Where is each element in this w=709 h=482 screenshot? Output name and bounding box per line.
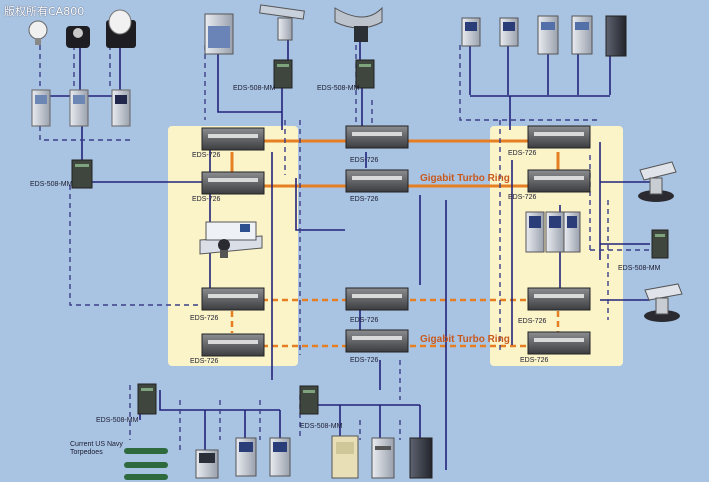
- workstation-icon: [461, 17, 481, 47]
- eds-726-switch-icon: [527, 125, 591, 149]
- sensor-dome-icon: [28, 20, 48, 45]
- satellite-dish-icon: [334, 6, 383, 42]
- eds-508-mm-switch-icon: [273, 59, 293, 89]
- switch-label: EDS-726: [350, 357, 379, 364]
- eds-508-mm-switch-icon: [299, 385, 319, 415]
- eds-508-mm-switch-icon: [71, 159, 93, 189]
- eds-726-switch-icon: [527, 331, 591, 355]
- server-cabinet-icon: [204, 13, 234, 55]
- switch-label: EDS-508-MM: [96, 417, 139, 424]
- switch-label: EDS-726: [350, 317, 379, 324]
- terminal-icon: [69, 89, 89, 127]
- terminal-icon: [111, 89, 131, 127]
- eds-508-mm-switch-icon: [651, 229, 669, 259]
- helmet-sensor-icon: [66, 26, 90, 48]
- camera-sensor-icon: [106, 9, 136, 48]
- gigabit-ring-label-top: Gigabit Turbo Ring: [420, 173, 510, 184]
- switch-label: EDS-508-MM: [30, 181, 73, 188]
- eds-508-mm-switch-icon: [355, 59, 375, 89]
- terminal-icon: [195, 449, 219, 479]
- torpedo-icon: [124, 462, 168, 468]
- torpedo-icon: [124, 448, 168, 454]
- eds-726-switch-icon: [527, 287, 591, 311]
- eds-726-switch-icon: [345, 329, 409, 353]
- eds-508-mm-switch-icon: [137, 383, 157, 415]
- dashed-links: [39, 45, 650, 450]
- solid-links: [40, 40, 650, 470]
- eds-726-switch-icon: [345, 287, 409, 311]
- equipment-cabinet-icon: [331, 435, 359, 479]
- watermark: 版权所有CA800: [4, 5, 85, 18]
- torpedo-label-line2: Torpedoes: [70, 449, 103, 456]
- switch-label: EDS-726: [518, 318, 547, 325]
- server-cabinet-icon: [371, 437, 395, 479]
- switch-label: EDS-726: [192, 152, 221, 159]
- server-rack-icon: [605, 15, 627, 57]
- switch-label: EDS-726: [350, 157, 379, 164]
- switch-label: EDS-726: [190, 358, 219, 365]
- server-rack-icon: [409, 437, 433, 479]
- switch-label: EDS-726: [508, 194, 537, 201]
- switch-label: EDS-508-MM: [317, 85, 360, 92]
- control-console-icon: [199, 221, 263, 258]
- switch-label: EDS-508-MM: [233, 85, 276, 92]
- radar-antenna-icon: [259, 4, 305, 41]
- eds-726-switch-icon: [201, 333, 265, 357]
- terminal-icon: [31, 89, 51, 127]
- workstation-icon: [537, 15, 559, 55]
- workstation-icon: [269, 437, 291, 477]
- switch-label: EDS-726: [192, 196, 221, 203]
- switch-label: EDS-726: [190, 315, 219, 322]
- radar-mount-icon: [638, 161, 677, 202]
- eds-726-switch-icon: [201, 171, 265, 195]
- switch-label: EDS-726: [350, 196, 379, 203]
- switch-label: EDS-726: [508, 150, 537, 157]
- torpedo-label-line1: Current US Navy: [70, 441, 123, 448]
- switch-label: EDS-726: [520, 357, 549, 364]
- workstation-icon: [235, 437, 257, 477]
- gigabit-ring-label-bottom: Gigabit Turbo Ring: [420, 334, 510, 345]
- operator-console-icon: [525, 211, 581, 253]
- radar-mount-icon: [644, 283, 683, 322]
- eds-726-switch-icon: [201, 287, 265, 311]
- torpedo-icon: [124, 474, 168, 480]
- switch-label: EDS-508-MM: [618, 265, 661, 272]
- eds-726-switch-icon: [345, 169, 409, 193]
- workstation-icon: [499, 17, 519, 47]
- eds-726-switch-icon: [527, 169, 591, 193]
- eds-726-switch-icon: [345, 125, 409, 149]
- switch-label: EDS-508-MM: [300, 423, 343, 430]
- eds-726-switch-icon: [201, 127, 265, 151]
- workstation-icon: [571, 15, 593, 55]
